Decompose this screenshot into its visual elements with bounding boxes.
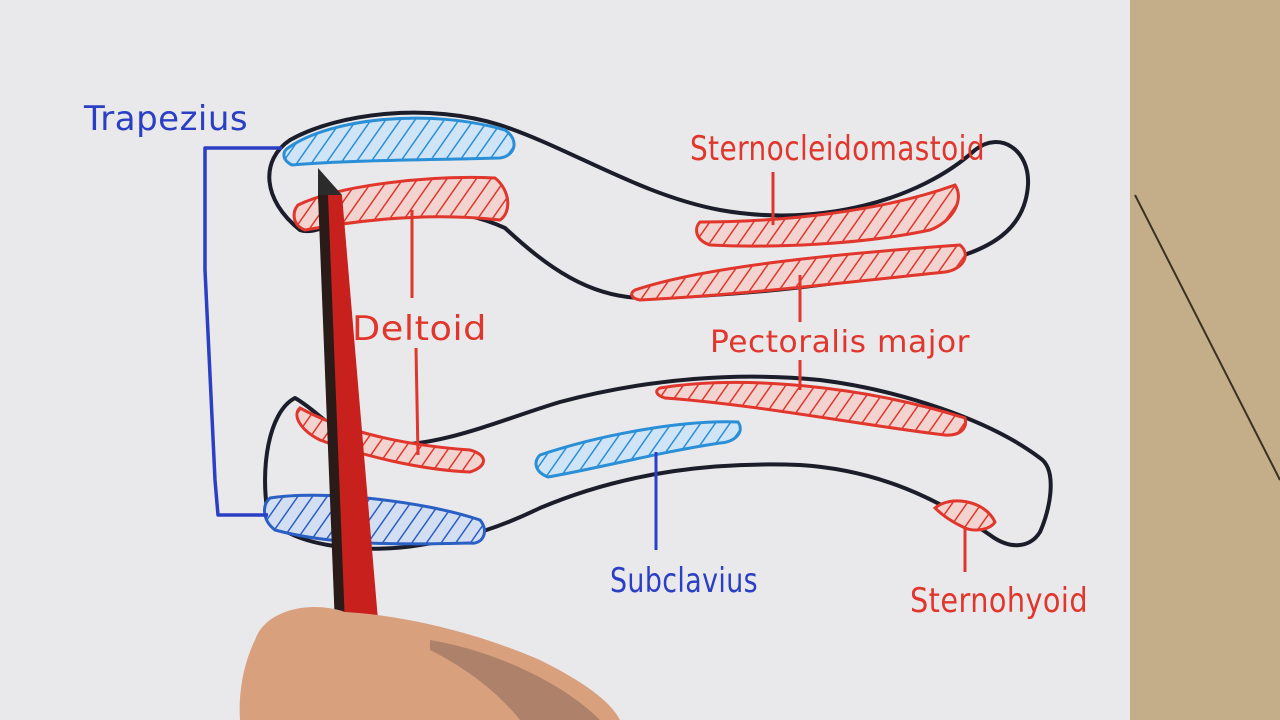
sternocleidomastoid-label: Sternocleidomastoid — [690, 129, 985, 169]
pencil-dark-stripe — [318, 195, 345, 626]
table-edge-line — [1134, 194, 1280, 481]
hand-shadow — [430, 640, 600, 720]
hand-with-pencil — [239, 168, 620, 720]
subclavius-attachment — [534, 420, 742, 479]
sternocleidomastoid-attachment — [695, 183, 960, 248]
clavicle-upper-outline — [267, 110, 1031, 301]
trapezius-label: Trapezius — [83, 99, 248, 139]
deltoid-label: Deltoid — [352, 309, 487, 349]
subclavius-label: Subclavius — [610, 561, 758, 601]
sternohyoid-attachment — [932, 499, 997, 532]
sternohyoid-label: Sternohyoid — [910, 581, 1088, 621]
trapezius-attachment-upper — [282, 116, 516, 167]
pencil-body — [318, 195, 378, 628]
pectoralis-major-attachment-upper — [630, 243, 967, 302]
pencil-tip — [318, 168, 342, 195]
deltoid-attachment-upper — [292, 175, 510, 232]
pectoralis-major-label: Pectoralis major — [710, 325, 970, 360]
trapezius-bracket-line — [203, 146, 282, 517]
paper-sheet — [0, 0, 1130, 720]
deltoid-attachment-lower — [295, 406, 485, 474]
deltoid-leader-line-lower — [414, 347, 420, 456]
trapezius-attachment-lower — [263, 493, 486, 546]
clavicle-lower-outline — [263, 374, 1053, 551]
